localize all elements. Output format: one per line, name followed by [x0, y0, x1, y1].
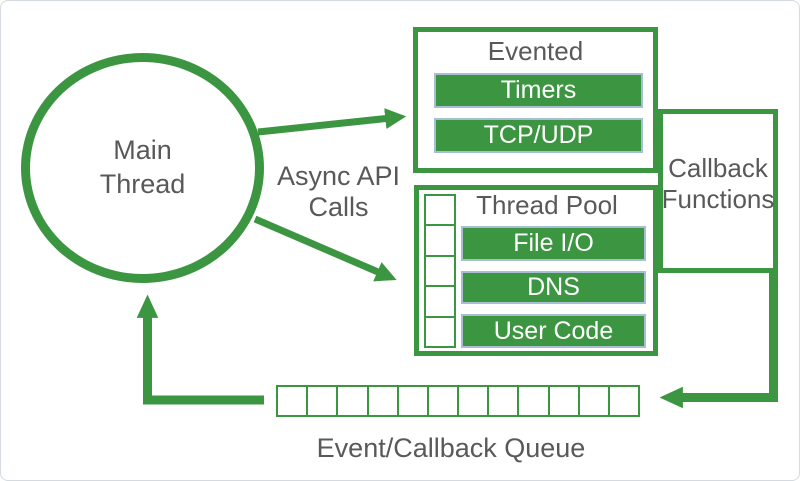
- queue-cell: [607, 385, 641, 417]
- queue-cell: [276, 385, 309, 417]
- thread-pool-title: Thread Pool: [476, 190, 618, 220]
- thread-pool-slots: [424, 194, 456, 349]
- evented-item-timers: Timers: [434, 73, 643, 108]
- queue-cell: [577, 385, 610, 417]
- event-callback-queue: [276, 385, 641, 417]
- main-thread-label: Main Thread: [99, 135, 186, 199]
- queue-cell: [457, 385, 490, 417]
- queue-cell: [396, 385, 429, 417]
- queue-label: Event/Callback Queue: [316, 433, 586, 463]
- queue-cell: [517, 385, 550, 417]
- arrow-callback-to-queue: [659, 271, 778, 409]
- arrow-async-to-evented: [257, 108, 407, 136]
- thread-slot: [424, 285, 456, 318]
- evented-item-tcp-udp: TCP/UDP: [434, 118, 643, 153]
- queue-cell: [426, 385, 460, 417]
- callback-functions-label: Callback Functions: [661, 152, 775, 214]
- callback-functions-box: Callback Functions: [658, 109, 778, 273]
- main-thread-node: Main Thread: [21, 53, 264, 283]
- queue-cell: [306, 385, 339, 417]
- async-api-calls-label: Async API Calls: [276, 161, 401, 223]
- thread-pool-item-file-io: File I/O: [461, 226, 646, 261]
- thread-slot: [424, 194, 456, 227]
- thread-pool-item-user-code: User Code: [461, 314, 646, 348]
- thread-slot: [424, 315, 456, 349]
- thread-pool-box: Thread Pool File I/O DNS User Code: [414, 185, 658, 356]
- evented-title: Evented: [487, 36, 584, 66]
- arrow-queue-to-main-thread: [136, 294, 264, 405]
- queue-cell: [336, 385, 369, 417]
- thread-pool-item-dns: DNS: [461, 271, 646, 304]
- thread-slot: [424, 224, 456, 257]
- arrow-async-to-thread-pool: [253, 215, 397, 282]
- queue-cell: [547, 385, 580, 417]
- queue-cell: [366, 385, 399, 417]
- thread-slot: [424, 254, 456, 288]
- queue-cell: [487, 385, 520, 417]
- evented-box: Evented Timers TCP/UDP: [413, 27, 658, 173]
